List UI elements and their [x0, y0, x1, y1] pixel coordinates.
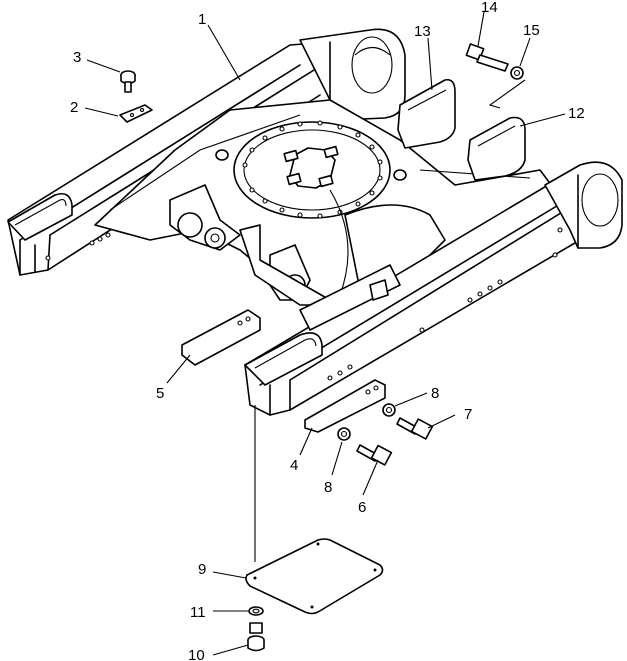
- callout-7: 7: [464, 406, 472, 423]
- part-2-plate: [119, 104, 153, 123]
- part-15-washer: [510, 66, 524, 80]
- callout-1: 1: [198, 11, 206, 28]
- part-8-washer-a: [382, 403, 396, 417]
- part-7-bolt: [396, 417, 434, 440]
- part-14-bolt: [465, 43, 509, 72]
- callout-15: 15: [523, 22, 540, 39]
- track-frame: [7, 28, 623, 416]
- leader-lines: [84, 11, 566, 656]
- callout-8b: 8: [324, 479, 332, 496]
- callout-11: 11: [190, 604, 206, 621]
- part-5-plate: [181, 309, 261, 366]
- part-4-plate: [304, 379, 386, 433]
- callout-8a: 8: [431, 385, 439, 402]
- callout-14: 14: [481, 0, 498, 16]
- callout-labels: 1 2 3 4 5 6 7 8 8 9 10 11 12 13 14 15: [70, 0, 585, 661]
- callout-12: 12: [568, 105, 585, 122]
- part-10-bolt: [247, 622, 265, 652]
- part-3-bolt: [120, 70, 136, 93]
- callout-6: 6: [358, 499, 366, 516]
- part-11-washer: [248, 606, 264, 616]
- part-12-cover: [467, 116, 526, 181]
- callout-2: 2: [70, 99, 78, 116]
- callout-9: 9: [198, 561, 206, 578]
- callout-3: 3: [73, 49, 81, 66]
- swing-circle-bolts: [242, 120, 383, 219]
- part-6-bolt: [356, 444, 393, 466]
- callout-4: 4: [290, 457, 298, 474]
- part-13-cover: [397, 78, 456, 149]
- part-9-cover-plate: [245, 538, 384, 615]
- part-8-washer-b: [337, 427, 351, 441]
- callout-10: 10: [188, 647, 205, 661]
- callout-5: 5: [156, 385, 164, 402]
- callout-13: 13: [414, 23, 431, 40]
